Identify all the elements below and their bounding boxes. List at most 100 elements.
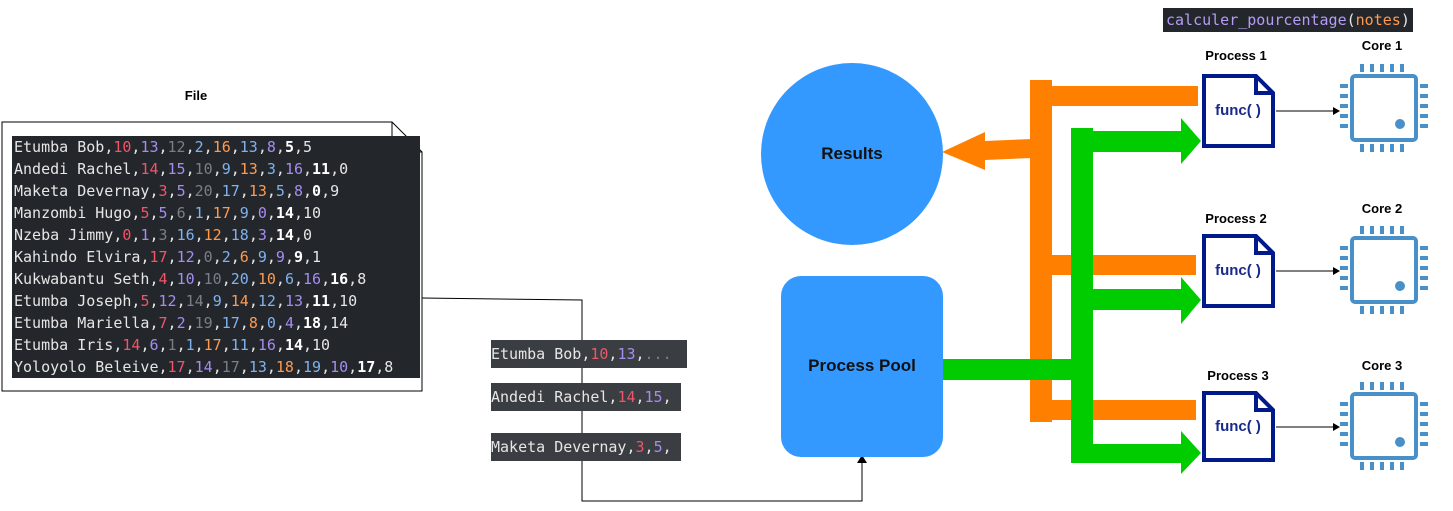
grade-value: 1	[140, 226, 150, 244]
separator: ,	[635, 388, 645, 406]
grade-bold: 14	[275, 226, 294, 244]
separator: ,	[158, 358, 168, 376]
grade-value: 4	[158, 270, 168, 288]
grade-last: 8	[384, 358, 394, 376]
separator: ,	[221, 292, 231, 310]
grade-value: 12	[203, 226, 222, 244]
grade-value: 17	[167, 358, 186, 376]
process-pool-box	[781, 276, 943, 457]
function-name: calculer_pourcentage	[1166, 11, 1347, 29]
separator: ,	[140, 336, 150, 354]
grade-value: 8	[266, 138, 276, 156]
grade-value: 7	[158, 314, 168, 332]
cpu-chip-icon-1	[1340, 64, 1428, 152]
grade-value: 1	[185, 336, 195, 354]
pool-arrowhead	[857, 455, 867, 463]
separator: ,	[644, 438, 654, 456]
separator: ,	[293, 314, 303, 332]
chunk-name: Maketa Devernay	[491, 438, 627, 456]
grade-value: 12	[176, 248, 195, 266]
separator: ,	[248, 204, 258, 222]
separator: ,	[348, 270, 358, 288]
grade-last: 0	[303, 226, 313, 244]
separator: ,	[221, 226, 231, 244]
function-open-paren: (	[1346, 11, 1356, 29]
grade-value: 13	[140, 138, 159, 156]
file-line: Etumba Iris,14,6,1,1,17,11,16,14,10	[14, 334, 420, 356]
separator: ,	[158, 336, 168, 354]
file-line: Yoloyolo Beleive,17,14,17,13,18,19,10,17…	[14, 356, 420, 378]
grade-value: 5	[176, 182, 186, 200]
grade-last: 14	[330, 314, 349, 332]
grade-value: 17	[149, 248, 168, 266]
separator: ,	[185, 204, 195, 222]
separator: ,	[303, 336, 313, 354]
separator: ,	[293, 226, 303, 244]
grade-value: 17	[203, 336, 222, 354]
grade-value: 6	[284, 270, 294, 288]
grade-value: 2	[176, 314, 186, 332]
separator: ,	[140, 248, 150, 266]
results-circle	[761, 63, 943, 245]
grade-value: 6	[149, 336, 159, 354]
function-close-paren: )	[1400, 11, 1410, 29]
separator: ,	[266, 248, 276, 266]
grade-value: 13	[284, 292, 303, 310]
grade-last: 9	[330, 182, 340, 200]
grade-value: 5	[140, 292, 150, 310]
student-name: Andedi Rachel	[14, 160, 132, 178]
separator: ,	[275, 314, 285, 332]
grade-value: 19	[194, 314, 213, 332]
grade-value: 10	[330, 358, 349, 376]
grade-value: 6	[239, 248, 249, 266]
grade-value: 13	[248, 182, 267, 200]
grade-bold: 5	[284, 138, 294, 156]
separator: ,	[221, 270, 231, 288]
process-label-1: Process 1	[1205, 48, 1267, 63]
grade-value: 10	[257, 270, 276, 288]
separator: ,	[266, 358, 276, 376]
separator: ,	[321, 182, 331, 200]
grade-value: 14	[140, 160, 159, 178]
grade-last: 10	[312, 336, 331, 354]
separator: ,	[635, 345, 645, 363]
func-label-2: func( )	[1215, 262, 1261, 279]
data-chunk: Etumba Bob,10,13,...	[491, 340, 687, 368]
grade-value: 6	[176, 204, 186, 222]
grade-value: 16	[257, 336, 276, 354]
grade-value: 12	[158, 292, 177, 310]
separator: ,	[230, 204, 240, 222]
data-chunk: Maketa Devernay,3,5,	[491, 433, 681, 461]
core-label-1: Core 1	[1361, 38, 1403, 53]
separator: ,	[275, 270, 285, 288]
separator: ,	[248, 292, 258, 310]
chunk-value: 3	[635, 438, 645, 456]
function-arg: notes	[1355, 11, 1401, 29]
separator: ,	[662, 388, 672, 406]
student-name: Yoloyolo Beleive	[14, 358, 159, 376]
grade-bold: 9	[293, 248, 303, 266]
func-doc-2	[1202, 234, 1275, 308]
grade-value: 16	[176, 226, 195, 244]
grade-value: 19	[303, 358, 322, 376]
grade-value: 9	[221, 160, 231, 178]
separator: ,	[194, 270, 204, 288]
separator: ,	[626, 438, 636, 456]
grade-value: 9	[212, 292, 222, 310]
student-name: Nzeba Jimmy	[14, 226, 114, 244]
separator: ,	[608, 345, 618, 363]
separator: ,	[266, 182, 276, 200]
separator: ,	[330, 292, 340, 310]
separator: ,	[185, 138, 195, 156]
student-name: Etumba Bob	[14, 138, 105, 156]
separator: ,	[194, 226, 204, 244]
grade-value: 16	[212, 138, 231, 156]
separator: ,	[239, 314, 249, 332]
grade-value: 8	[293, 182, 303, 200]
grade-bold: 0	[312, 182, 322, 200]
separator: ,	[275, 160, 285, 178]
grade-bold: 17	[357, 358, 376, 376]
grade-last: 0	[339, 160, 349, 178]
core-label-3: Core 3	[1361, 358, 1403, 373]
grade-value: 14	[122, 336, 141, 354]
